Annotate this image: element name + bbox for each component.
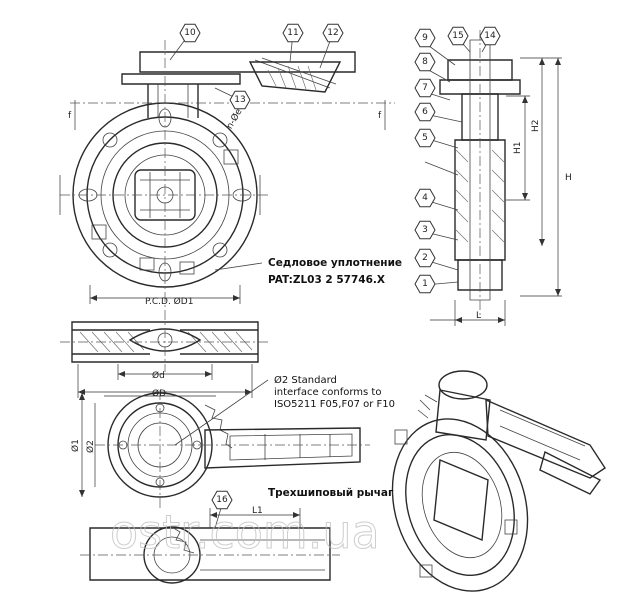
dim-L: L [476,311,481,321]
callout-hex-10 [179,23,201,43]
front-view [59,40,395,310]
dimension-labels: P.C.D. ØD1 Ød ØD n-Øe Ø1 Ø2 H H1 H2 L L1… [68,106,572,516]
callout-number-4: 4 [422,193,428,203]
watermark: ostr.com.ua [110,505,380,559]
text-annotations: Седловое уплотнение PAT:ZL03 2 57746.X Ø… [268,257,402,499]
callout-number-9: 9 [422,33,428,43]
callout-number-8: 8 [422,57,428,67]
standard-label-2: interface conforms to [274,387,381,398]
callout-number-16: 16 [216,495,228,505]
callout-hex-7 [414,78,436,98]
dim-n-phi-e: n-Øe [224,106,245,131]
callout-hex-16 [211,490,233,510]
top-view [79,390,370,510]
dim-D: ØD [152,388,166,399]
dim-phi2: Ø2 [85,440,96,453]
callout-hex-5 [414,128,436,148]
dim-d: Ød [152,370,165,381]
standard-label-1: Ø2 Standard [274,374,337,386]
dim-H1: H1 [513,142,523,155]
lever-detail [80,508,340,584]
callout-number-12: 12 [327,28,338,38]
callout-hex-9 [414,28,436,48]
callout-hex-13 [229,90,251,110]
seat-seal-label: Седловое уплотнение [268,257,402,269]
callout-hex-11 [282,23,304,43]
callout-hex-8 [414,52,436,72]
dim-L1: L1 [252,506,263,516]
callout-hex-15 [447,26,469,46]
section-view [60,310,270,398]
callout-number-5: 5 [422,133,428,143]
standard-label-3: ISO5211 F05,F07 or F10 [274,399,395,410]
patent-label: PAT:ZL03 2 57746.X [268,274,385,286]
callout-number-15: 15 [452,31,463,41]
dim-f-right: f [378,111,382,121]
dim-pcd: P.C.D. ØD1 [145,296,193,307]
dim-H2: H2 [531,120,541,133]
isometric-view [391,370,606,592]
callout-number-1: 1 [422,279,428,289]
callout-hex-3 [414,220,436,240]
dim-f-left: f [68,111,72,121]
callout-hex-6 [414,102,436,122]
lever-label: Трехшиповый рычаг [268,487,394,499]
callout-number-2: 2 [422,253,428,263]
callout-number-11: 11 [287,28,298,38]
callout-hex-1 [414,274,436,294]
callout-hex-12 [322,23,344,43]
dim-phi1: Ø1 [70,439,81,452]
callout-number-3: 3 [422,225,428,235]
callout-hex-4 [414,188,436,208]
callout-hex-14 [479,26,501,46]
callout-number-14: 14 [484,31,496,41]
side-view [430,30,562,326]
callout-hex-2 [414,248,436,268]
callout-number-13: 13 [234,95,245,105]
callout-number-7: 7 [422,83,428,93]
dim-H: H [565,173,572,183]
callout-number-6: 6 [422,107,428,117]
callout-number-10: 10 [184,28,196,38]
